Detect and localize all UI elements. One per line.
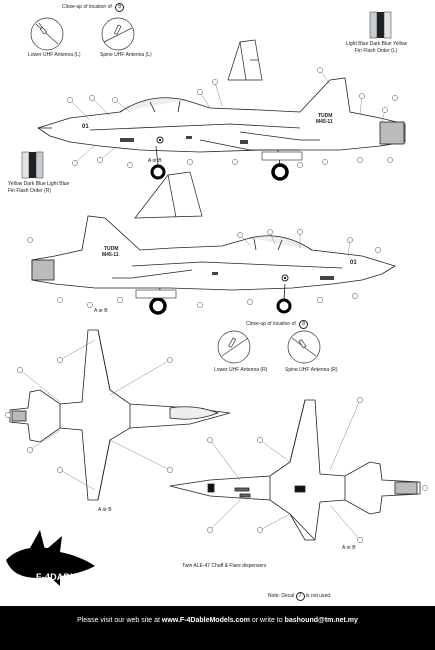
side-view-left-markings [120, 136, 248, 144]
lower-uhf-label-l: Lower UHF Antenna (L) [28, 52, 81, 58]
footer-website-link[interactable]: www.F-4DableModels.com [161, 617, 250, 624]
fin-flash-colors-l: Light Blue Dark Blue Yellow [346, 41, 408, 47]
closeup-spine-uhf-antenna-r [287, 330, 321, 364]
brand-logo-text: F-4DABLEMODELS [36, 572, 122, 582]
closeup-title-bottom: Close-up of location of 8 [246, 320, 309, 329]
callout-leaders [19, 69, 386, 541]
closeup-spine-uhf-antenna-l [101, 17, 135, 51]
top-view-aircraft [9, 329, 231, 501]
closeup-ref-badge-bottom: 8 [299, 320, 309, 329]
side-view-right-markings [212, 272, 334, 282]
bottom-view-aircraft [169, 399, 421, 541]
fin-flash-order-l: Fin Flash Order (L) [355, 48, 398, 54]
side-view-right-aircraft [31, 215, 396, 291]
closeup-title-top: Close-up of location of 8 [62, 3, 125, 12]
footer-pre-text: Please visit our web site at [77, 617, 160, 624]
tail-code-left: TUDM [318, 113, 333, 119]
a-or-b-top-view: A or B [98, 507, 112, 513]
side-view-right-gear [135, 283, 292, 315]
tail-fin-drawing-l [227, 39, 263, 81]
footer-mid-text: or write to [251, 617, 283, 624]
decal-note-ref: 7 [295, 592, 305, 601]
footer-bar [0, 606, 435, 650]
closeup-ref-badge: 8 [115, 3, 125, 12]
spine-uhf-label-r: Spine UHF Antenna (R) [285, 367, 338, 373]
closeup-lower-uhf-antenna-l [30, 17, 64, 51]
nose-code-right: 01 [350, 260, 357, 266]
a-or-b-bottom-view: A or B [342, 545, 356, 551]
serial-right: M45-11 [102, 252, 119, 258]
tail-code-right: TUDM [104, 246, 119, 252]
spine-uhf-label-l: Spine UHF Antenna (L) [100, 52, 152, 58]
decal-note-end: is not used. [305, 593, 332, 599]
fin-flash-swatch-l [369, 11, 392, 39]
callout-circles [5, 67, 428, 543]
closeup-title-text: Close-up of location of [62, 4, 112, 10]
lower-uhf-label-r: Lower UHF Antenna (R) [214, 367, 268, 373]
footer-message: Please visit our web site at www.F-4Dabl… [0, 617, 435, 624]
a-or-b-right: A or B [94, 308, 108, 314]
nose-code-left: 01 [82, 124, 89, 130]
fin-flash-colors-r: Yellow Dark Blue Light Blue [8, 181, 70, 187]
a-or-b-left: A or B [148, 158, 162, 164]
shark-logo [6, 530, 95, 586]
side-view-left-nose-gear [150, 145, 303, 181]
serial-left: M45-11 [316, 119, 333, 125]
fin-flash-order-r: Fin Flash Order (R) [8, 188, 52, 194]
tail-fin-drawing-r [134, 171, 203, 219]
decal-note-text: Note: Decal [268, 593, 295, 599]
closeup-lower-uhf-antenna-r [217, 330, 251, 364]
chaff-flare-label: Twin ALE-47 Chaff & Flare dispensers [182, 563, 267, 569]
footer-email-link[interactable]: bashound@tm.net.my [284, 617, 358, 624]
side-view-left-aircraft [37, 77, 406, 153]
fin-flash-swatch-r [21, 151, 44, 179]
decal-note: Note: Decal 7 is not used. [268, 592, 331, 601]
closeup-title-bottom-text: Close-up of location of [246, 321, 296, 327]
